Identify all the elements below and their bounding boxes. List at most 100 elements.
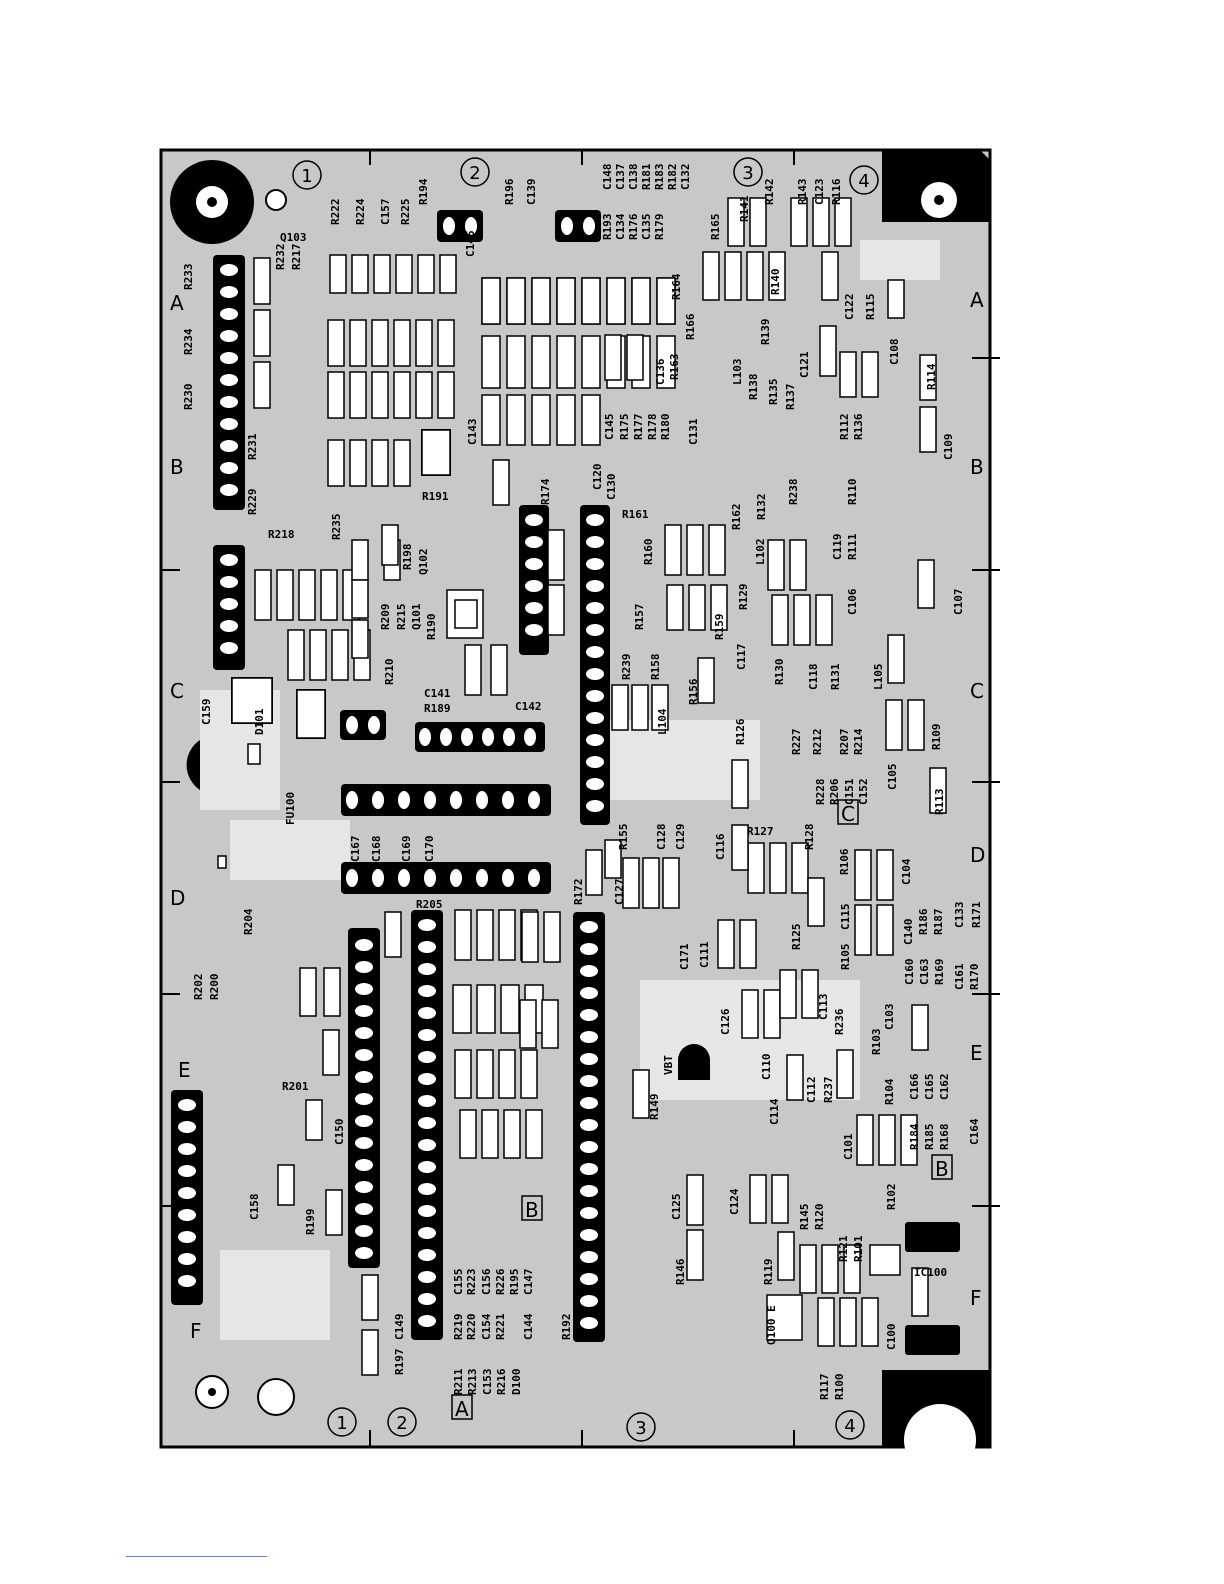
component-label-c123: C123 [813,179,826,206]
component-label-r201: R201 [282,1080,309,1093]
pin-hole [461,728,473,746]
component-label-r125: R125 [790,924,803,951]
pin-hole [586,756,604,768]
component-label-r104: R104 [883,1078,896,1105]
component-pad [476,1049,494,1099]
pin-hole [418,1051,436,1063]
pin-hole [220,440,238,452]
component-pad [604,839,622,879]
component-pad [247,743,261,765]
component-label-r179: R179 [653,214,666,241]
component-label-c130: C130 [605,474,618,501]
component-pad [815,594,833,646]
component-label-r207: R207 [838,729,851,756]
component-label-r156: R156 [687,678,700,705]
pin-hole [220,484,238,496]
component-pad [817,1297,835,1347]
pin-hole [586,778,604,790]
component-label-r223: R223 [465,1269,478,1296]
pin-hole [418,1293,436,1305]
component-pad [351,539,369,581]
component-pad [724,251,742,301]
component-pad [819,325,837,377]
component-pad [556,394,576,446]
pin-hole [418,1315,436,1327]
component-pad [481,1109,499,1159]
component-label-c134: C134 [614,213,627,240]
component-label-q101: Q101 [410,603,423,630]
component-pad [503,1109,521,1159]
component-label-r143: R143 [796,179,809,206]
component-pad [309,629,327,681]
component-label-r237: R237 [822,1077,835,1104]
component-label-r236: R236 [833,1008,846,1035]
pin-hole [424,791,436,809]
component-pad [331,629,349,681]
grid-number-top-3: 3 [742,163,753,184]
component-label-c163: C163 [918,959,931,986]
component-pad [791,842,809,894]
component-pad [741,989,759,1039]
component-pad [786,1054,804,1101]
pin-hole [580,1163,598,1175]
pin-hole [528,791,540,809]
component-label-r219: R219 [452,1314,465,1341]
edge-letter-right-c: C [970,679,984,703]
component-pad [506,394,526,446]
component-label-r141: R141 [738,195,751,222]
component-pad [622,857,640,909]
pin-hole [398,791,410,809]
component-label-c118: C118 [807,664,820,691]
component-label-c111: C111 [698,941,711,968]
pin-hole [424,869,436,887]
component-label-r166: R166 [684,313,697,340]
edge-letter-right-d: D [970,843,985,867]
component-label-r228: R228 [814,779,827,806]
component-pad [329,254,347,294]
pin-hole [525,536,543,548]
component-pad [861,1297,879,1347]
component-label-r234: R234 [182,328,195,355]
component-pad [839,1297,857,1347]
pin-hole [220,264,238,276]
marker-b: B [525,1198,539,1222]
pin-hole [355,983,373,995]
component-label-c146: C146 [464,230,477,257]
component-label-r235: R235 [330,514,343,541]
component-pad [789,539,807,591]
component-label-c148: C148 [601,164,614,191]
pin-hole [355,961,373,973]
component-label-r230: R230 [182,384,195,411]
component-label-c125: C125 [670,1194,683,1221]
pin-hole [525,514,543,526]
pin-hole [220,598,238,610]
edge-letter-left-c: C [170,679,184,703]
component-label-r155: R155 [617,824,630,851]
component-pad [521,911,539,963]
component-pad [771,1174,789,1224]
component-pad [531,335,551,389]
pin-hole [450,869,462,887]
component-label-c113: C113 [817,994,830,1021]
component-label-c141: C141 [424,687,451,700]
component-pad [731,824,749,871]
component-label-r192: R192 [560,1314,573,1341]
component-pad [305,1099,323,1141]
component-label-c121: C121 [798,351,811,378]
component-label-c160: C160 [903,959,916,986]
ic100-label: IC100 [914,1266,947,1279]
pin-hole [355,1137,373,1149]
pin-hole [586,558,604,570]
component-pad [531,394,551,446]
component-pad [907,699,925,751]
component-label-r103: R103 [870,1029,883,1056]
component-label-r195: R195 [508,1269,521,1296]
mount-hole-bottom-left-center [208,1388,216,1396]
pin-hole [220,554,238,566]
component-pad [664,524,682,576]
component-pad [708,524,726,576]
pin-hole [346,791,358,809]
component-pad [361,1274,379,1321]
component-pad [217,855,227,869]
grid-number-top-2: 2 [469,163,480,184]
